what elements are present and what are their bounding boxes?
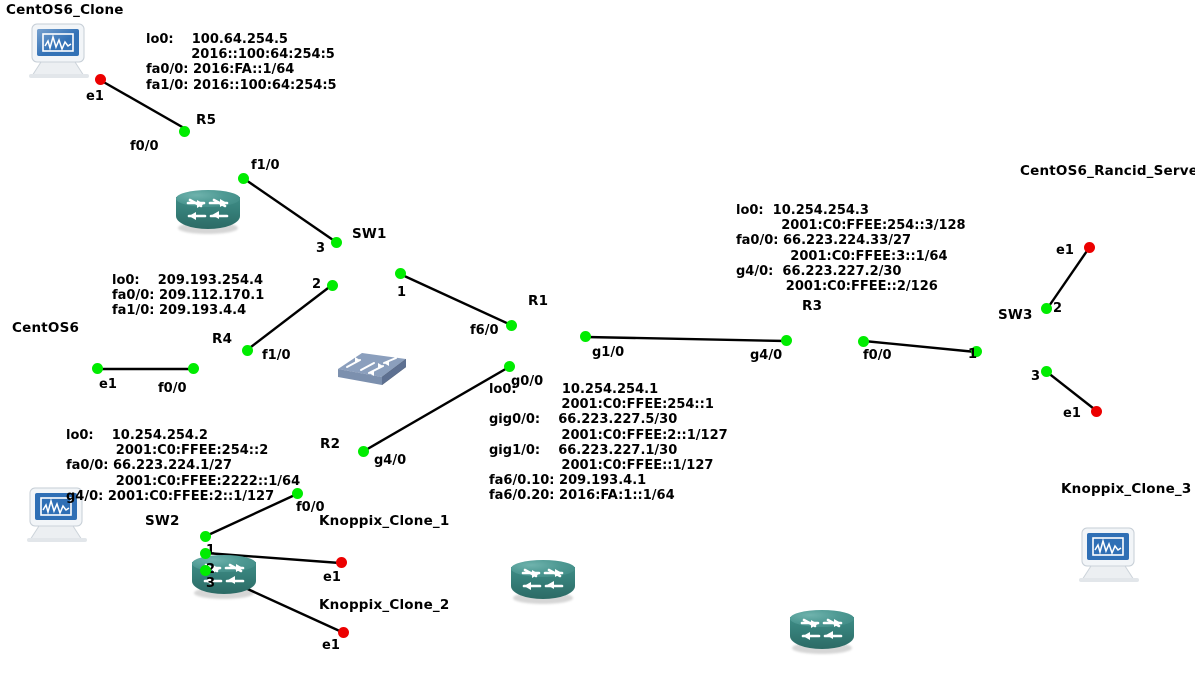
port-dot-sw1-2[interactable] bbox=[327, 280, 338, 291]
port-dot-knoppix3-e1[interactable] bbox=[1091, 406, 1102, 417]
port-label-centos6-clone-e1: e1 bbox=[86, 89, 104, 104]
port-dot-r4-f0-0[interactable] bbox=[188, 363, 199, 374]
node-r1[interactable] bbox=[509, 559, 577, 605]
node-centos6-clone[interactable] bbox=[27, 22, 91, 80]
node-label-sw1: SW1 bbox=[352, 226, 387, 242]
info-block-r1: lo0: 10.254.254.1 2001:C0:FFEE:254::1 gi… bbox=[489, 382, 728, 504]
port-label-knoppix3-e1: e1 bbox=[1063, 406, 1081, 421]
node-label-r3: R3 bbox=[802, 298, 823, 314]
port-dot-r1-g1-0[interactable] bbox=[580, 331, 591, 342]
port-label-r5-f1-0: f1/0 bbox=[251, 158, 280, 173]
port-label-sw3-3: 3 bbox=[1031, 369, 1041, 384]
node-label-r2: R2 bbox=[320, 436, 341, 452]
port-label-rancid-e1: e1 bbox=[1056, 243, 1074, 258]
port-dot-knoppix1-e1[interactable] bbox=[336, 557, 347, 568]
port-label-centos6-e1: e1 bbox=[99, 377, 117, 392]
router-arrows-icon bbox=[800, 618, 843, 640]
node-label-r5: R5 bbox=[196, 112, 217, 128]
port-label-knoppix1-e1: e1 bbox=[323, 570, 341, 585]
port-label-r3-f0-0: f0/0 bbox=[863, 348, 892, 363]
node-label-centos6-clone: CentOS6_Clone bbox=[6, 2, 124, 18]
port-label-sw1-2: 2 bbox=[312, 277, 322, 292]
port-label-sw1-1: 1 bbox=[397, 285, 407, 300]
link-sw1-r1 bbox=[399, 272, 512, 327]
node-r4[interactable] bbox=[190, 554, 258, 600]
pc-icon bbox=[27, 487, 87, 542]
port-dot-r3-f0-0[interactable] bbox=[858, 336, 869, 347]
node-r3[interactable] bbox=[788, 609, 856, 655]
node-label-sw3: SW3 bbox=[998, 307, 1033, 323]
link-r5-sw1 bbox=[242, 177, 337, 243]
port-dot-rancid-e1[interactable] bbox=[1084, 242, 1095, 253]
node-centos6-rancid-server[interactable] bbox=[1077, 526, 1141, 584]
node-label-knoppix-clone-3: Knoppix_Clone_3 bbox=[1061, 481, 1192, 497]
port-dot-r4-f1-0[interactable] bbox=[242, 345, 253, 356]
port-label-r5-f0-0: f0/0 bbox=[130, 139, 159, 154]
port-dot-r3-g4-0[interactable] bbox=[781, 335, 792, 346]
port-dot-r5-f0-0[interactable] bbox=[179, 126, 190, 137]
port-dot-centos6-e1[interactable] bbox=[92, 363, 103, 374]
node-sw1[interactable] bbox=[336, 349, 408, 391]
info-block-r4: lo0: 209.193.254.4 fa0/0: 209.112.170.1 … bbox=[112, 273, 265, 319]
node-r5[interactable] bbox=[174, 189, 242, 235]
port-label-r1-f6-0: f6/0 bbox=[470, 323, 499, 338]
port-dot-sw3-3[interactable] bbox=[1041, 366, 1052, 377]
port-dot-sw3-1[interactable] bbox=[971, 346, 982, 357]
node-label-centos6: CentOS6 bbox=[12, 320, 80, 336]
info-block-r5: lo0: 100.64.254.5 2016::100:64:254:5 fa0… bbox=[146, 32, 337, 93]
port-label-r1-g1-0: g1/0 bbox=[592, 345, 625, 360]
port-label-r4-f0-0: f0/0 bbox=[158, 381, 187, 396]
pc-icon bbox=[29, 23, 89, 78]
port-label-r1-g0-0: g0/0 bbox=[511, 374, 544, 389]
port-dot-sw1-3[interactable] bbox=[331, 237, 342, 248]
node-centos6[interactable] bbox=[25, 486, 89, 544]
port-dot-r1-f6-0[interactable] bbox=[506, 320, 517, 331]
info-block-r2: lo0: 10.254.254.2 2001:C0:FFEE:254::2 fa… bbox=[66, 428, 301, 504]
port-label-r2-f0-0: f0/0 bbox=[296, 500, 325, 515]
port-dot-sw1-1[interactable] bbox=[395, 268, 406, 279]
node-label-knoppix-clone-2: Knoppix_Clone_2 bbox=[319, 597, 450, 613]
port-dot-knoppix2-e1[interactable] bbox=[338, 627, 349, 638]
pc-icon bbox=[1079, 527, 1139, 582]
port-label-sw1-3: 3 bbox=[316, 241, 326, 256]
node-label-rancid-server: CentOS6_Rancid_Server bbox=[1020, 163, 1195, 179]
router-arrows-icon bbox=[186, 198, 229, 220]
node-label-r1: R1 bbox=[528, 293, 549, 309]
port-label-knoppix2-e1: e1 bbox=[322, 638, 340, 653]
router-arrows-icon bbox=[521, 568, 564, 590]
port-label-r2-g4-0: g4/0 bbox=[374, 453, 407, 468]
switch-icon bbox=[338, 353, 406, 385]
port-dot-centos6-clone-e1[interactable] bbox=[95, 74, 106, 85]
port-dot-sw3-2[interactable] bbox=[1041, 303, 1052, 314]
port-label-r4-f1-0: f1/0 bbox=[262, 348, 291, 363]
port-dot-r2-f0-0[interactable] bbox=[292, 488, 303, 499]
port-label-sw3-1: 1 bbox=[968, 347, 978, 362]
node-label-knoppix-clone-1: Knoppix_Clone_1 bbox=[319, 513, 450, 529]
node-label-sw2: SW2 bbox=[145, 513, 180, 529]
link-r1-r3 bbox=[585, 335, 787, 343]
node-label-r4: R4 bbox=[212, 331, 233, 347]
port-dot-sw2-1[interactable] bbox=[200, 531, 211, 542]
port-dot-r5-f1-0[interactable] bbox=[238, 173, 249, 184]
port-dot-sw2-3[interactable] bbox=[200, 565, 211, 576]
port-dot-sw2-2[interactable] bbox=[200, 548, 211, 559]
port-label-sw3-2: 2 bbox=[1053, 301, 1063, 316]
info-block-r3: lo0: 10.254.254.3 2001:C0:FFEE:254::3/12… bbox=[736, 203, 966, 295]
port-label-sw2-3: 3 bbox=[206, 576, 216, 591]
port-dot-r2-g4-0[interactable] bbox=[358, 446, 369, 457]
port-dot-r1-g0-0[interactable] bbox=[504, 361, 515, 372]
port-label-r3-g4-0: g4/0 bbox=[750, 348, 783, 363]
